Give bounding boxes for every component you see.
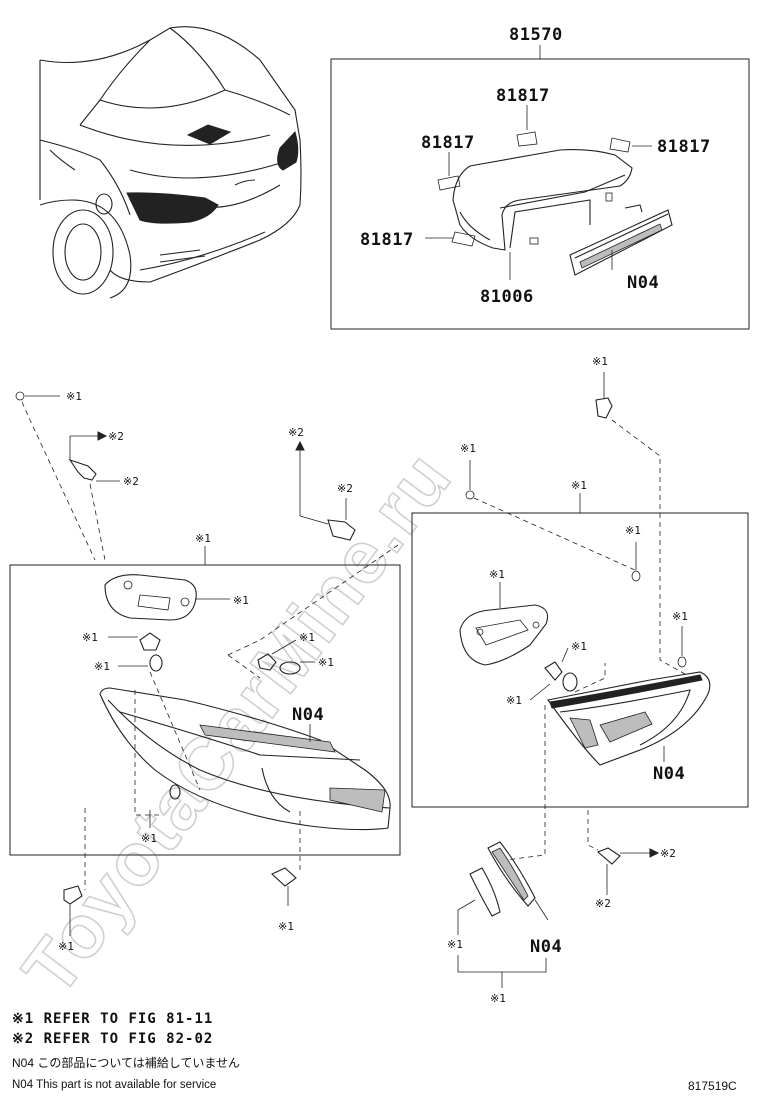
- lens-piece: [469, 867, 501, 917]
- lamp-gasket: [459, 604, 549, 666]
- label-81006: 81006: [480, 287, 534, 307]
- screw-icon: [595, 397, 613, 419]
- callout-r1: ※1: [625, 524, 641, 537]
- callout-r1: ※1: [66, 390, 82, 403]
- clip-icon: [15, 391, 25, 401]
- callout-r2: ※2: [108, 430, 124, 443]
- label-81570: 81570: [509, 25, 563, 45]
- callout-r1: ※1: [195, 532, 211, 545]
- gasket-pads: [437, 131, 631, 247]
- legend-ref-2: ※2 REFER TO FIG 82-02: [12, 1031, 213, 1047]
- callout-r1: ※1: [571, 479, 587, 492]
- label-81817-lower: 81817: [360, 230, 414, 250]
- figure-number: 817519C: [688, 1079, 737, 1093]
- callout-r2: ※2: [595, 897, 611, 910]
- note-japanese: N04 この部品については補給していません: [12, 1055, 240, 1070]
- callout-r1: ※1: [506, 694, 522, 707]
- callout-r1: ※1: [58, 940, 74, 953]
- callout-r1: ※1: [672, 610, 688, 623]
- label-81817-right: 81817: [657, 137, 711, 157]
- socket-icon: [596, 847, 621, 865]
- socket-icon: [68, 458, 97, 481]
- watermark: ToyotaCarMine.ru: [6, 435, 468, 1010]
- clip-icon: [465, 490, 475, 500]
- callout-r2: ※2: [660, 847, 676, 860]
- right-back-door-lamp: [547, 671, 711, 766]
- callout-r1: ※1: [141, 832, 157, 845]
- socket-icon: [139, 632, 161, 651]
- screw-icon: [63, 885, 83, 905]
- left-tail-lamp-group: ※1 ※2 ※2 ※1 ※1 ※1 ※1 ※1 ※1: [9, 390, 401, 953]
- bulb-icon: [149, 654, 163, 672]
- bulb-icon: [279, 661, 301, 675]
- center-socket-group: ※2 ※2: [288, 426, 356, 541]
- callout-r1: ※1: [299, 631, 315, 644]
- callout-r1: ※1: [460, 442, 476, 455]
- left-tail-lamp: [99, 687, 391, 831]
- callout-r2: ※2: [337, 482, 353, 495]
- right-assembly-frame: [411, 512, 749, 808]
- lamp-gasket: [104, 574, 197, 621]
- pin-icon: [169, 784, 181, 800]
- socket-icon: [257, 653, 277, 671]
- clip-icon: [677, 656, 687, 668]
- stop-lamp-housing: [452, 149, 633, 251]
- label-81817-top: 81817: [496, 86, 550, 106]
- assembly-81570-group: 81570 81817 81817: [330, 25, 750, 330]
- callout-r2: ※2: [123, 475, 139, 488]
- car-rear-illustration: [39, 26, 302, 299]
- legend: ※1 REFER TO FIG 81-11 ※2 REFER TO FIG 82…: [12, 1011, 737, 1093]
- clip-icon: [631, 570, 641, 582]
- stop-lamp-lens-n04: [569, 204, 673, 276]
- callout-r1: ※1: [233, 594, 249, 607]
- label-81817-left: 81817: [421, 133, 475, 153]
- callout-r1: ※1: [94, 660, 110, 673]
- callout-r1: ※1: [447, 938, 463, 951]
- right-back-door-lamp-group: ※1 ※1 ※1 ※1 ※1 ※1 ※1 ※1: [411, 355, 749, 1005]
- socket-icon: [544, 661, 563, 681]
- callout-r1: ※1: [490, 992, 506, 1005]
- bulb-icon: [562, 672, 578, 692]
- lens-piece-n04: [487, 841, 536, 907]
- callout-r1: ※1: [592, 355, 608, 368]
- label-n04-left: N04: [292, 705, 324, 725]
- callout-r1: ※1: [278, 920, 294, 933]
- svg-text:ToyotaCarMine.ru: ToyotaCarMine.ru: [6, 436, 467, 1010]
- label-n04-bottom: N04: [530, 937, 562, 957]
- socket-icon: [327, 519, 356, 541]
- note-english: N04 This part is not available for servi…: [12, 1079, 216, 1091]
- nut-icon: [271, 867, 297, 887]
- callout-r1: ※1: [571, 640, 587, 653]
- callout-r1: ※1: [489, 568, 505, 581]
- legend-ref-1: ※1 REFER TO FIG 81-11: [12, 1011, 213, 1027]
- callout-r1: ※1: [82, 631, 98, 644]
- label-n04-top: N04: [627, 273, 659, 293]
- label-n04-right: N04: [653, 764, 685, 784]
- callout-r2: ※2: [288, 426, 304, 439]
- callout-r1: ※1: [318, 656, 334, 669]
